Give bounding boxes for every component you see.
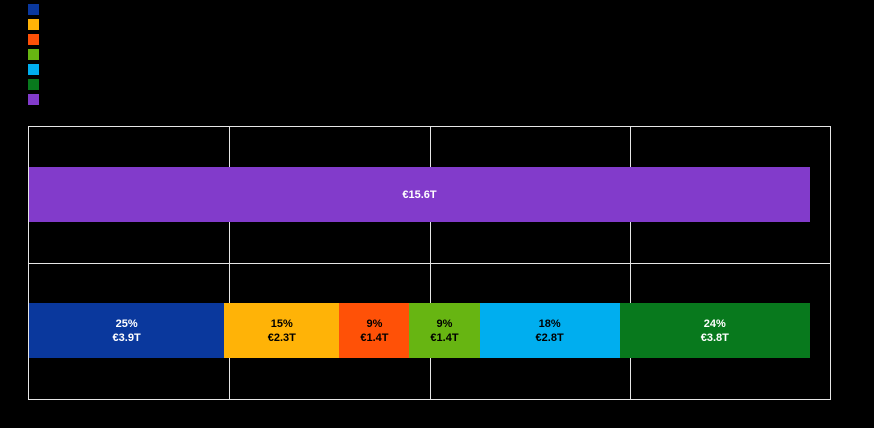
segment-value-label: €1.4T	[430, 331, 459, 344]
legend-item-series-1[interactable]	[28, 4, 45, 15]
bar-segment[interactable]: 15%€2.3T	[224, 303, 340, 358]
segment-percent-label: 25%	[115, 317, 138, 330]
bar-segment[interactable]: 25%€3.9T	[29, 303, 225, 358]
segment-percent-label: 15%	[270, 317, 293, 330]
legend-item-series-5[interactable]	[28, 64, 45, 75]
bar-segment[interactable]: 24%€3.8T	[619, 303, 810, 358]
total-bar: €15.6T	[29, 167, 830, 222]
legend-swatch-icon	[28, 19, 39, 30]
segment-value-label: €2.8T	[535, 331, 564, 344]
segment-value-label: €2.3T	[267, 331, 296, 344]
segment-percent-label: 9%	[436, 317, 453, 330]
legend-item-series-2[interactable]	[28, 19, 45, 30]
segment-percent-label: 18%	[538, 317, 561, 330]
segment-value-label: €3.9T	[112, 331, 141, 344]
bar-segment[interactable]: 9%€1.4T	[409, 303, 480, 358]
row-divider-gridline	[29, 263, 830, 264]
legend-swatch-icon	[28, 64, 39, 75]
legend	[28, 4, 45, 109]
segment-percent-label: 9%	[366, 317, 383, 330]
legend-swatch-icon	[28, 94, 39, 105]
bar-segment[interactable]: 9%€1.4T	[339, 303, 410, 358]
legend-swatch-icon	[28, 79, 39, 90]
legend-item-series-6[interactable]	[28, 79, 45, 90]
legend-swatch-icon	[28, 34, 39, 45]
legend-swatch-icon	[28, 4, 39, 15]
legend-item-series-7[interactable]	[28, 94, 45, 105]
segment-value-label: €1.4T	[360, 331, 389, 344]
bar-row-total-bar: €15.6T	[29, 127, 830, 263]
legend-item-series-4[interactable]	[28, 49, 45, 60]
segment-value-label: €15.6T	[402, 188, 437, 201]
segment-value-label: €3.8T	[700, 331, 729, 344]
legend-item-series-3[interactable]	[28, 34, 45, 45]
legend-swatch-icon	[28, 49, 39, 60]
segment-percent-label: 24%	[703, 317, 726, 330]
bar-segment[interactable]: €15.6T	[29, 167, 810, 222]
bar-segment[interactable]: 18%€2.8T	[479, 303, 620, 358]
